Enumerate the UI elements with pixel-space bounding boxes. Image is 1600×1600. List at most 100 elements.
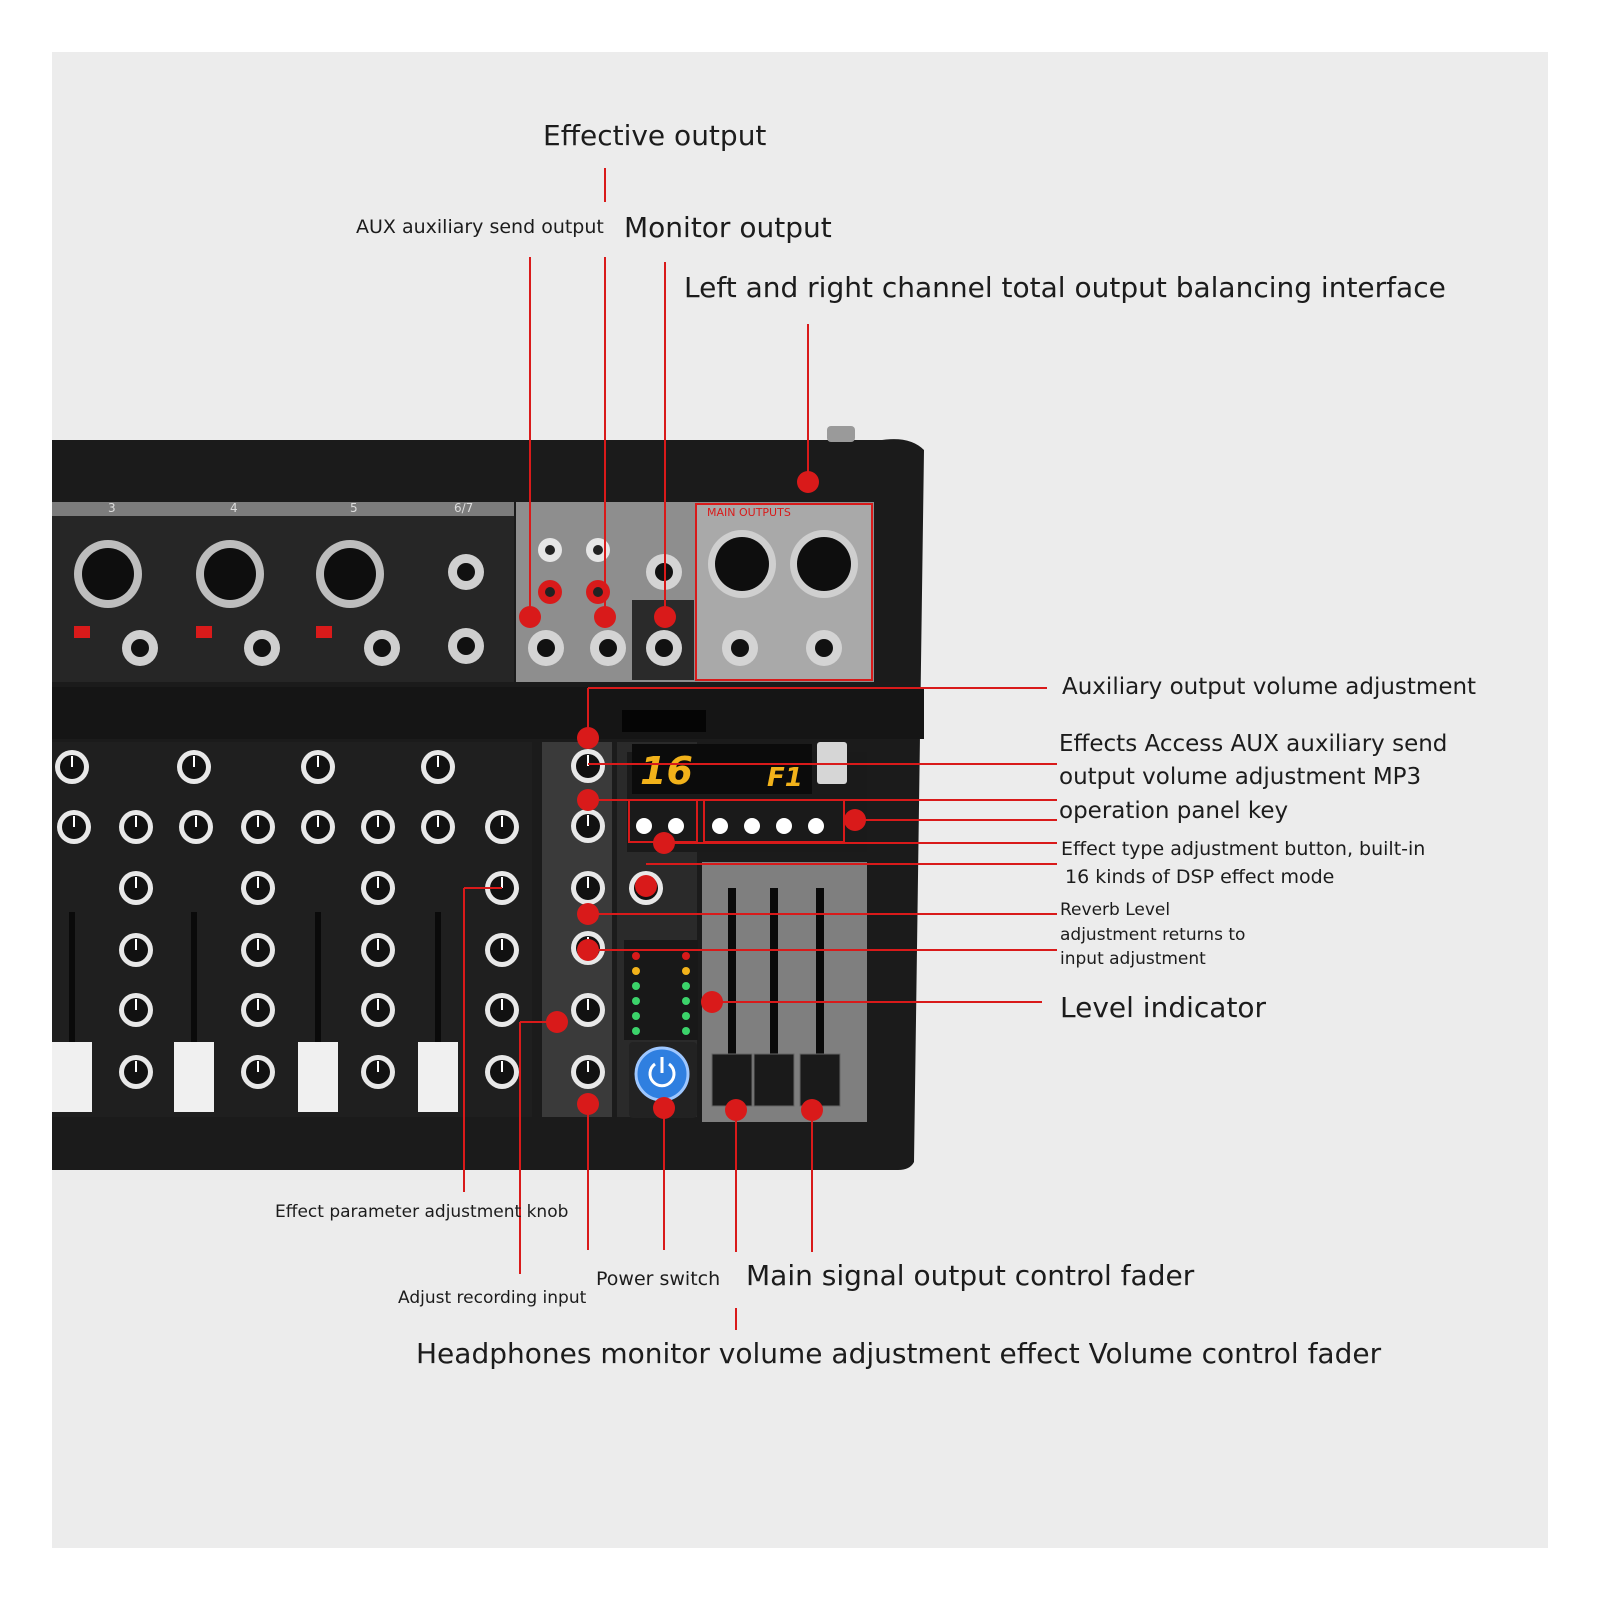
callout-dot [546,1011,568,1033]
label-reverb-line-2: adjustment returns to [1060,924,1246,945]
stereo-jack-hole [457,637,475,655]
channel-knobs [55,749,663,1089]
meter-led-left [632,997,640,1005]
callout-dot [801,1099,823,1121]
fader-track [315,912,321,1062]
main-xlr-out-hole [797,537,851,591]
meter-led-left [632,952,640,960]
rca-jack-hole [593,587,603,597]
meter-led-left [632,982,640,990]
level-meter [624,940,698,1040]
callout-dot [725,1099,747,1121]
label-reverb-level: Reverb Level adjustment returns to input… [1060,898,1245,972]
output-jack-hole [731,639,749,657]
label-monitor-output: Monitor output [624,211,832,244]
display-digits: 16 [640,749,693,793]
channel-number-4: 4 [230,501,238,515]
label-main-output-interface: Left and right channel total output bala… [684,271,1446,304]
effect-display: 16 F1 [632,742,847,794]
label-effects-access: Effects Access AUX auxiliary send output… [1059,728,1447,828]
faders [52,888,841,1112]
label-adjust-recording-input: Adjust recording input [398,1288,587,1308]
mixer-body [52,426,924,1171]
output-jack-hole [599,639,617,657]
callout-dot [635,875,657,897]
label-reverb-line-1: Reverb Level [1060,900,1171,920]
display-mode: F1 [767,763,803,793]
fader-cap [52,1042,92,1112]
callout-dot [701,991,723,1013]
main-xlr-out-hole [715,537,769,591]
callout-lines [463,168,1057,1330]
phantom-led [316,626,332,638]
callout-dot [653,832,675,854]
meter-led-left [632,967,640,975]
fader-cap [174,1042,214,1112]
label-effects-access-line-3: operation panel key [1059,797,1289,824]
power-switch-graphic [629,1042,697,1118]
rca-jack-hole [545,587,555,597]
callout-dot [844,809,866,831]
output-jack-hole [815,639,833,657]
label-effect-type-button: Effect type adjustment button, built-in … [1061,836,1425,891]
label-aux-output-volume: Auxiliary output volume adjustment [1062,674,1477,700]
label-effect-type-line-1: Effect type adjustment button, built-in [1061,838,1426,860]
meter-led-left [632,1027,640,1035]
callout-dot [519,606,541,628]
label-main-fader: Main signal output control fader [746,1259,1195,1292]
phantom-led [196,626,212,638]
xlr-jack-hole [204,548,256,600]
line-jack-hole [373,639,391,657]
master-fader-cap [799,1053,841,1107]
label-aux-send-output: AUX auxiliary send output [356,216,604,238]
meter-led-right [682,1027,690,1035]
diagram-canvas: 3 4 5 6/7 MAIN OUTPUTS 16 F1 [52,52,1548,1548]
output-jack-hole [537,639,555,657]
xlr-jack-hole [324,548,376,600]
fader-cap [298,1042,338,1112]
master-fader-track [816,888,824,1078]
line-jack-hole [131,639,149,657]
fader-track [69,912,75,1062]
rca-jack-hole [593,545,603,555]
callout-dot [577,903,599,925]
callout-dot [577,939,599,961]
label-effects-access-line-2: output volume adjustment MP3 [1059,764,1422,791]
callout-dot [577,789,599,811]
main-outputs-label: MAIN OUTPUTS [707,506,791,519]
master-fader-track [770,888,778,1078]
fader-track [435,912,441,1062]
stereo-jack-hole [457,563,475,581]
meter-led-right [682,1012,690,1020]
fader-cap [418,1042,458,1112]
meter-led-right [682,997,690,1005]
label-effective-output: Effective output [543,119,767,152]
label-power-switch: Power switch [596,1268,721,1290]
rca-jack-hole [545,545,555,555]
output-jack-hole [655,639,673,657]
fader-track [191,912,197,1062]
meter-led-right [682,952,690,960]
callout-dot [653,1097,675,1119]
master-fader-cap [753,1053,795,1107]
label-level-indicator: Level indicator [1060,991,1267,1024]
callout-dot [797,471,819,493]
callout-dot [594,606,616,628]
label-headphones-fader: Headphones monitor volume adjustment eff… [416,1337,1382,1370]
label-reverb-line-3: input adjustment [1060,949,1206,970]
meter-led-right [682,967,690,975]
mixer-illustration: 3 4 5 6/7 MAIN OUTPUTS 16 F1 [52,168,1057,1330]
line-jack-hole [253,639,271,657]
phantom-led [74,626,90,638]
label-effects-access-line-1: Effects Access AUX auxiliary send [1059,731,1448,757]
xlr-jack-hole [82,548,134,600]
meter-led-left [632,1012,640,1020]
callout-dot [654,606,676,628]
callout-dot [577,727,599,749]
channel-number-6-7: 6/7 [454,501,473,515]
master-fader-track [728,888,736,1078]
channel-number-3: 3 [108,501,116,515]
master-fader-cap [711,1053,753,1107]
label-effect-parameter-knob: Effect parameter adjustment knob [275,1202,569,1222]
callout-dot [577,1093,599,1115]
